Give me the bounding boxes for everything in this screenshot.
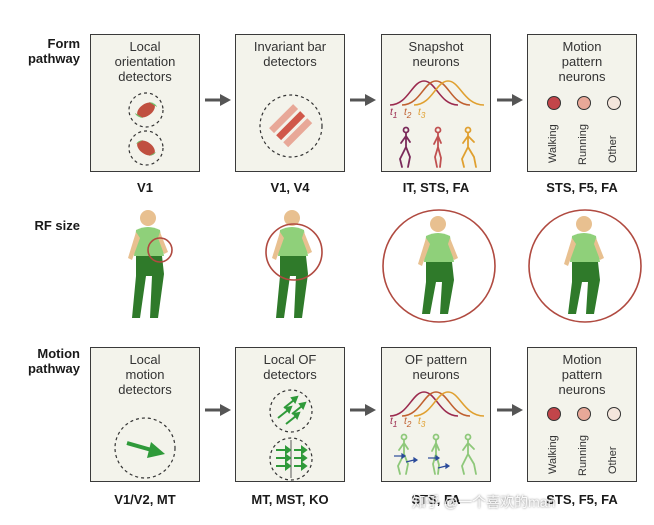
form-box-bar: Invariant bar detectors (235, 34, 345, 172)
form-pathway-label: Form pathway (27, 36, 80, 66)
form-area-1: V1 (137, 180, 153, 195)
motion-pathway-label: Motion pathway (27, 346, 80, 376)
motion-box-pattern-title: Motion pattern neurons (558, 352, 606, 397)
snapshot-stick-figures-icon (399, 126, 477, 168)
rf-size-label: RF size (34, 218, 80, 233)
motion-arrow-2-icon (350, 404, 376, 416)
form-area-2: V1, V4 (270, 180, 310, 195)
form-box-orientation: Local orientation detectors (90, 34, 200, 172)
walker-figure-1-icon (128, 210, 168, 318)
form-area-3: IT, STS, FA (402, 180, 470, 195)
motion-t1-label: t1 (390, 416, 398, 429)
rf-circle-2-icon (265, 223, 323, 281)
of-pattern-stick-figures-icon (394, 433, 477, 475)
motion-area-1: V1/V2, MT (114, 492, 176, 507)
rf-circle-4-icon (528, 209, 642, 323)
motion-t2-label: t2 (404, 416, 412, 429)
motion-arrow-1-icon (205, 404, 231, 416)
motion-box-local: Local motion detectors (90, 347, 200, 482)
motion-arrow-3-icon (497, 404, 523, 416)
local-motion-detector-icon (114, 417, 176, 479)
motion-box-of: Local OF detectors (235, 347, 345, 482)
form-box-pattern-title: Motion pattern neurons (558, 39, 606, 84)
orientation-detectors-icon (128, 92, 164, 166)
motion-box-ofpattern-title: OF pattern neurons (404, 352, 468, 382)
motion-area-3: STS, FA (411, 492, 461, 507)
form-box-orientation-title: Local orientation detectors (114, 39, 176, 84)
form-box-pattern: Motion pattern neurons Walking Running O… (527, 34, 637, 172)
t3-label: t3 (418, 107, 426, 120)
t1-label: t1 (390, 107, 398, 120)
motion-box-ofpattern: OF pattern neurons t1 t2 t3 (381, 347, 491, 482)
form-box-snapshot: Snapshot neurons t1 t2 t3 (381, 34, 491, 172)
form-box-bar-title: Invariant bar detectors (253, 39, 327, 69)
t2-label: t2 (404, 107, 412, 120)
of-detector-horizontal-icon (269, 437, 313, 481)
pattern-neuron-dots-icon (547, 96, 621, 110)
rf-circle-3-icon (382, 209, 496, 323)
motion-walking-label: Walking (547, 435, 559, 474)
form-area-4: STS, F5, FA (546, 180, 618, 195)
walker-figure-4-icon (564, 216, 604, 314)
motion-area-2: MT, MST, KO (251, 492, 329, 507)
motion-box-of-title: Local OF detectors (263, 352, 317, 382)
bar-detector-icon (259, 94, 323, 158)
of-detector-diagonal-icon (269, 389, 313, 433)
motion-running-label: Running (577, 435, 589, 476)
snapshot-tuning-curves-icon (389, 80, 485, 106)
form-arrow-2-icon (350, 94, 376, 106)
watermark: 知乎 @一个喜欢的man (412, 494, 556, 510)
motion-other-label: Other (607, 446, 619, 474)
walker-figure-2-icon (272, 210, 312, 318)
motion-box-local-title: Local motion detectors (118, 352, 172, 397)
motion-t3-label: t3 (418, 416, 426, 429)
form-arrow-1-icon (205, 94, 231, 106)
form-box-snapshot-title: Snapshot neurons (408, 39, 464, 69)
walking-label: Walking (547, 124, 559, 163)
other-label: Other (607, 135, 619, 163)
motion-area-4: STS, F5, FA (546, 492, 618, 507)
motion-pattern-neuron-dots-icon (547, 407, 621, 421)
of-pattern-tuning-curves-icon (389, 391, 485, 417)
rf-circle-1-icon (147, 237, 173, 263)
motion-box-pattern: Motion pattern neurons Walking Running O… (527, 347, 637, 482)
walker-figure-3-icon (418, 216, 458, 314)
running-label: Running (577, 124, 589, 165)
form-arrow-3-icon (497, 94, 523, 106)
